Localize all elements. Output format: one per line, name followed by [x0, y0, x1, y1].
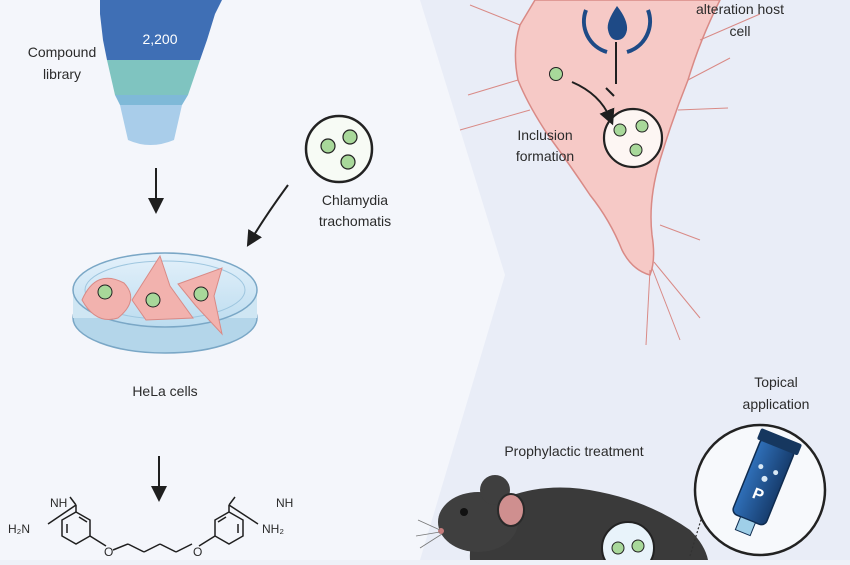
mouse-illustration — [415, 475, 708, 565]
hela-cells-label: HeLa cells — [132, 383, 197, 399]
right-amine-label: NH₂ — [262, 522, 284, 536]
right-imine-label: NH — [276, 496, 293, 510]
chlamydia-icon — [304, 114, 374, 184]
chemical-structure — [47, 496, 259, 553]
inclusion-label-line2: formation — [516, 148, 574, 164]
alteration-label-line2: cell — [729, 23, 750, 39]
inclusion-label-line1: Inclusion — [517, 127, 572, 143]
alteration-label-line1: alteration host — [696, 1, 784, 17]
pathogen-label-line1: Chlamydia — [322, 192, 388, 208]
compound-library-label-line1: Compound — [28, 44, 97, 60]
pathogen-label-line2: trachomatis — [319, 213, 391, 229]
left-oxygen-label: O — [104, 545, 113, 559]
left-amine-label: H₂N — [8, 522, 30, 536]
topical-label-line2: application — [743, 396, 810, 412]
topical-label-line1: Topical — [754, 374, 798, 390]
funnel-count: 2,200 — [142, 31, 177, 47]
compound-funnel — [100, 0, 222, 145]
hela-cells — [81, 254, 223, 336]
right-oxygen-label: O — [193, 545, 202, 559]
prophylactic-label: Prophylactic treatment — [504, 443, 643, 459]
left-imine-label: NH — [50, 496, 67, 510]
compound-library-label-line2: library — [43, 66, 81, 82]
cream-tube-icon: P — [732, 428, 802, 537]
host-cell — [459, 0, 761, 346]
arrow-infection — [246, 184, 289, 247]
